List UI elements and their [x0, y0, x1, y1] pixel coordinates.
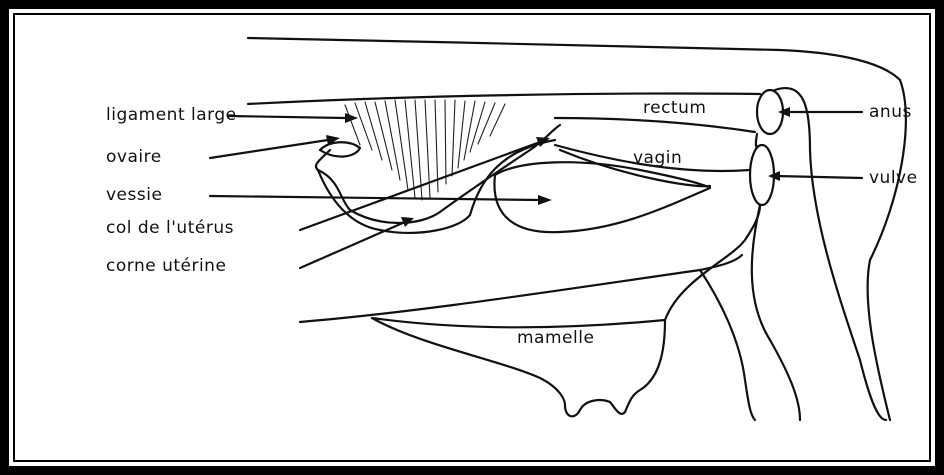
label-col-uterus: col de l'utérus [106, 220, 234, 237]
label-ligament-large: ligament large [106, 107, 237, 124]
thigh-line [700, 270, 755, 420]
label-rectum: rectum [643, 100, 706, 117]
bladder [494, 162, 710, 232]
belly-line-upper [300, 255, 742, 322]
rectum-lower [555, 118, 755, 132]
hind-leg-front [665, 205, 760, 320]
hind-leg-back [752, 205, 800, 420]
label-anus: anus [869, 104, 912, 121]
label-vagin: vagin [633, 150, 682, 167]
tail-outline-right [868, 80, 906, 420]
label-vessie: vessie [106, 187, 162, 204]
udder-top [372, 318, 665, 327]
tail-outline-left [775, 88, 886, 420]
back-contour [248, 38, 900, 80]
label-vulve: vulve [869, 170, 918, 187]
label-corne-uterine: corne utérine [106, 258, 226, 275]
uterus-body [316, 125, 560, 223]
perineum [756, 134, 758, 147]
label-mamelle: mamelle [517, 330, 594, 347]
ovary-shape [320, 142, 360, 156]
label-ovaire: ovaire [106, 149, 162, 166]
